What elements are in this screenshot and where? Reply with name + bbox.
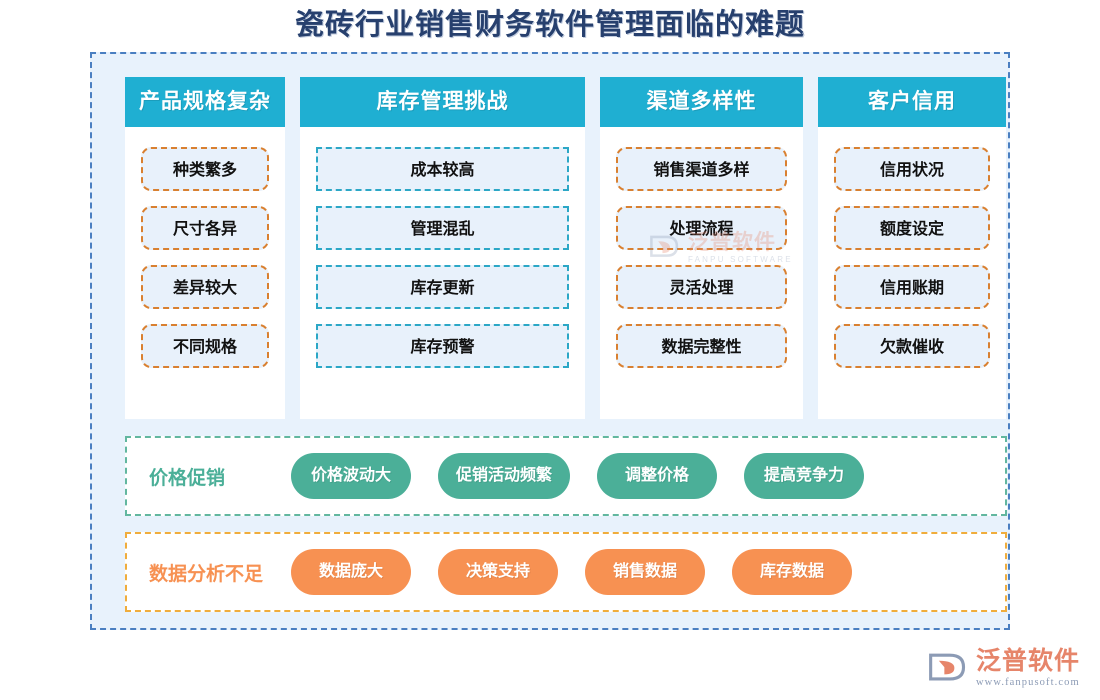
chip-item[interactable]: 库存更新 (316, 265, 569, 309)
column-header-1: 产品规格复杂 (125, 77, 285, 127)
column-header-4: 客户信用 (818, 77, 1006, 127)
column-body-3: 销售渠道多样 处理流程 灵活处理 数据完整性 (600, 127, 803, 419)
column-header-2: 库存管理挑战 (300, 77, 585, 127)
pill-item[interactable]: 销售数据 (585, 549, 705, 595)
fanpu-logo-icon (927, 650, 969, 686)
chip-item[interactable]: 灵活处理 (616, 265, 787, 309)
chip-item[interactable]: 处理流程 (616, 206, 787, 250)
brand-name: 泛普软件 (975, 646, 1080, 675)
band-label: 价格促销 (149, 467, 226, 489)
chip-item[interactable]: 种类繁多 (141, 147, 269, 191)
chip-item[interactable]: 成本较高 (316, 147, 569, 191)
column-card-3: 渠道多样性 销售渠道多样 处理流程 灵活处理 数据完整性 (600, 77, 803, 419)
chip-item[interactable]: 销售渠道多样 (616, 147, 787, 191)
pill-item[interactable]: 提高竞争力 (744, 453, 865, 499)
band-price-promotion: 价格促销 价格波动大 促销活动频繁 调整价格 提高竞争力 (125, 436, 1007, 516)
chip-item[interactable]: 欠款催收 (834, 324, 990, 368)
chip-item[interactable]: 不同规格 (141, 324, 269, 368)
pill-item[interactable]: 调整价格 (597, 453, 718, 499)
brand-logo: 泛普软件 www.fanpusoft.com (927, 646, 1080, 689)
pill-item[interactable]: 决策支持 (438, 549, 558, 595)
chip-item[interactable]: 管理混乱 (316, 206, 569, 250)
pill-item[interactable]: 数据庞大 (291, 549, 411, 595)
brand-logo-text: 泛普软件 www.fanpusoft.com (975, 646, 1080, 689)
pill-row-green: 价格波动大 促销活动频繁 调整价格 提高竞争力 (291, 453, 865, 499)
column-body-2: 成本较高 管理混乱 库存更新 库存预警 (300, 127, 585, 419)
column-header-3: 渠道多样性 (600, 77, 803, 127)
column-card-2: 库存管理挑战 成本较高 管理混乱 库存更新 库存预警 (300, 77, 585, 419)
diagram-frame: 产品规格复杂 种类繁多 尺寸各异 差异较大 不同规格 库存管理挑战 成本较高 管… (90, 52, 1010, 630)
column-body-1: 种类繁多 尺寸各异 差异较大 不同规格 (125, 127, 285, 419)
column-body-4: 信用状况 额度设定 信用账期 欠款催收 (818, 127, 1006, 419)
pill-item[interactable]: 价格波动大 (291, 453, 411, 499)
chip-item[interactable]: 库存预警 (316, 324, 569, 368)
chip-item[interactable]: 尺寸各异 (141, 206, 269, 250)
band-data-analysis: 数据分析不足 数据庞大 决策支持 销售数据 库存数据 (125, 532, 1007, 612)
chip-item[interactable]: 信用账期 (834, 265, 990, 309)
pill-item[interactable]: 促销活动频繁 (438, 453, 571, 499)
column-card-4: 客户信用 信用状况 额度设定 信用账期 欠款催收 (818, 77, 1006, 419)
chip-item[interactable]: 差异较大 (141, 265, 269, 309)
pill-item[interactable]: 库存数据 (732, 549, 852, 595)
band-label: 数据分析不足 (149, 563, 264, 585)
column-card-1: 产品规格复杂 种类繁多 尺寸各异 差异较大 不同规格 (125, 77, 285, 419)
page-title: 瓷砖行业销售财务软件管理面临的难题 (294, 9, 805, 41)
chip-item[interactable]: 额度设定 (834, 206, 990, 250)
brand-url: www.fanpusoft.com (975, 676, 1080, 688)
chip-item[interactable]: 数据完整性 (616, 324, 787, 368)
pill-row-orange: 数据庞大 决策支持 销售数据 库存数据 (291, 549, 852, 595)
columns-region: 产品规格复杂 种类繁多 尺寸各异 差异较大 不同规格 库存管理挑战 成本较高 管… (125, 77, 1007, 419)
chip-item[interactable]: 信用状况 (834, 147, 990, 191)
